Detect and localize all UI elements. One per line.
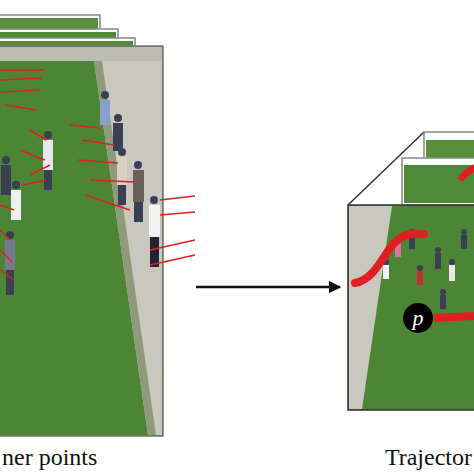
point-marker: p [403, 303, 433, 333]
frame-caption: ner points [2, 444, 97, 470]
point-label: p [413, 307, 424, 329]
flow-arrow [196, 286, 340, 289]
video-frame-stack: Trajector p [348, 205, 474, 470]
video-frame-stack: ner points [0, 45, 168, 470]
frame-caption: Trajector [385, 444, 472, 470]
